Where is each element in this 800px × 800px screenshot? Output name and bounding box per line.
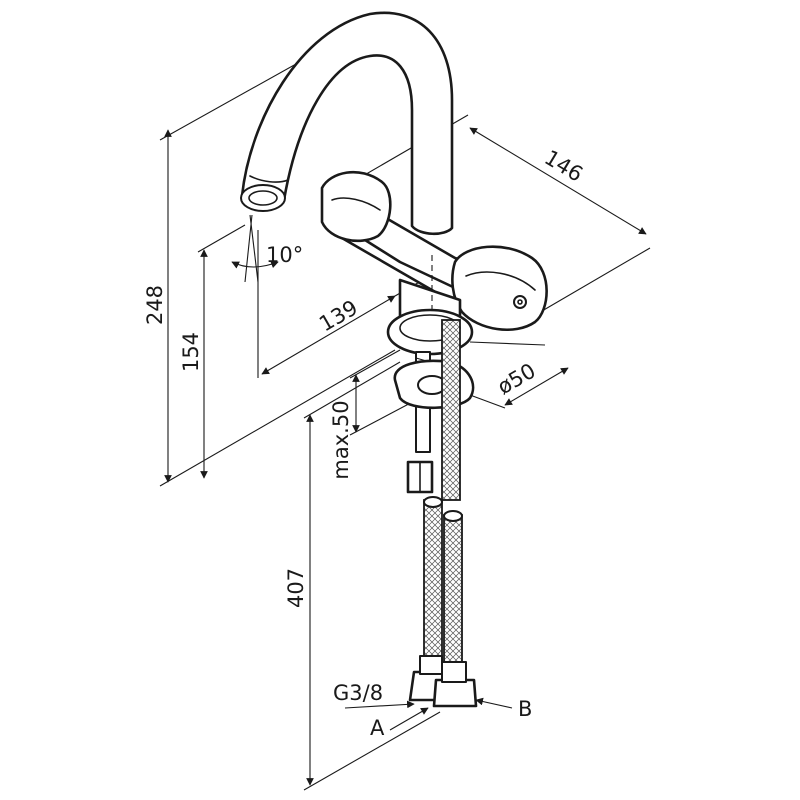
fitting-b: [432, 678, 478, 708]
leader-lines: [344, 697, 513, 731]
label-max-thickness: max.50: [329, 400, 353, 479]
spout-outlet: [240, 184, 286, 212]
label-thread: G3/8: [333, 681, 383, 705]
hose-b: [441, 319, 461, 501]
label-inlet-a: A: [370, 716, 385, 740]
spout: [240, 11, 454, 236]
handle-cap: [513, 295, 527, 309]
label-spout-reach: 139: [315, 296, 362, 337]
left-handle[interactable]: [320, 170, 392, 243]
label-height-total: 248: [143, 285, 167, 325]
hose-a: [423, 499, 443, 661]
label-width-handles: 146: [540, 145, 587, 186]
label-spout-angle: 10°: [266, 243, 303, 267]
faucet: [240, 11, 548, 708]
label-inlet-b: B: [518, 697, 532, 721]
label-hose-length: 407: [284, 568, 308, 608]
label-height-spout: 154: [179, 332, 203, 372]
dimension-lines: [159, 44, 651, 791]
label-base-diameter: ø50: [493, 359, 539, 400]
